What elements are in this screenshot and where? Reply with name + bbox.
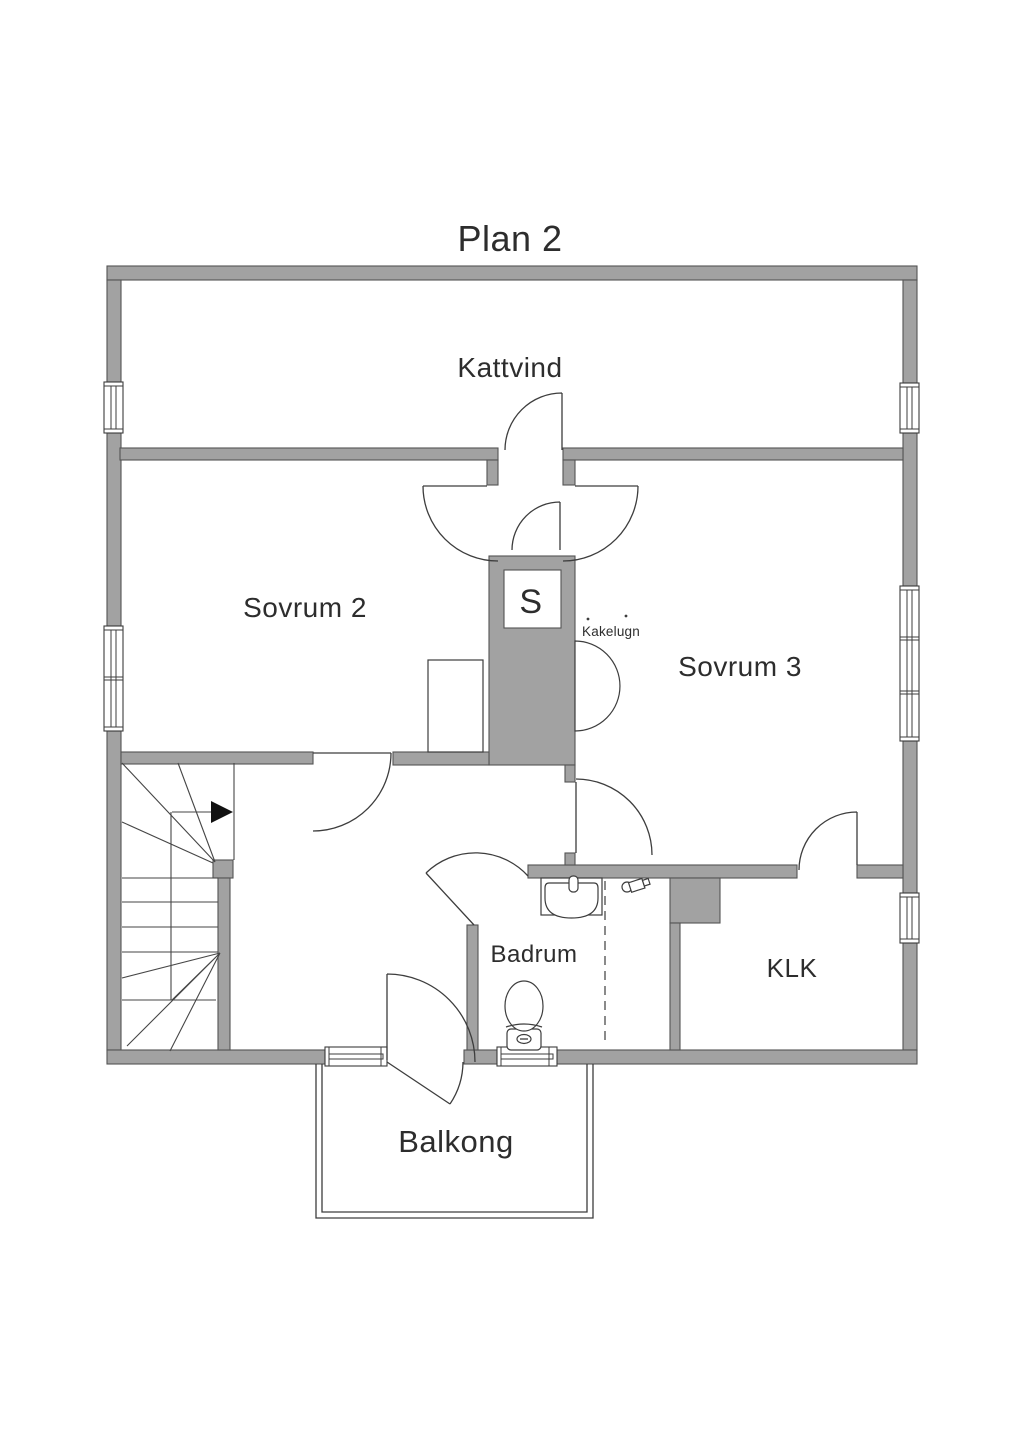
window-icon bbox=[899, 382, 920, 434]
closet-interior bbox=[503, 569, 562, 629]
wall-segment bbox=[392, 751, 490, 766]
water-valve-icon-part bbox=[627, 877, 651, 894]
window-icon-part bbox=[500, 1047, 550, 1066]
door-swing-icon bbox=[312, 392, 858, 1105]
wall-segment bbox=[902, 740, 918, 894]
balcony-railing-icon-part bbox=[315, 1064, 594, 1219]
wall-segment bbox=[562, 447, 904, 461]
window-icon-part bbox=[104, 629, 123, 728]
sink-icon-part bbox=[544, 882, 599, 919]
door-swing-icon-part bbox=[575, 778, 653, 856]
wardrobe-icon-part bbox=[427, 659, 484, 753]
door-swing-icon-part bbox=[798, 811, 858, 871]
door-swing-icon-part bbox=[504, 392, 563, 451]
toilet-icon bbox=[504, 980, 544, 1051]
window-icon bbox=[899, 585, 920, 742]
wall-segment bbox=[217, 877, 231, 1051]
door-swing-icon-part bbox=[386, 973, 476, 1105]
window-icon bbox=[103, 625, 124, 732]
tiled-stove-icon-part bbox=[574, 640, 621, 732]
wall-segment bbox=[106, 1049, 326, 1065]
sink-icon bbox=[540, 875, 603, 919]
wall-segment bbox=[669, 922, 681, 1051]
stairs-icon-part bbox=[121, 762, 216, 864]
door-swing-icon-part bbox=[422, 485, 499, 562]
door-swing-icon-part bbox=[511, 501, 561, 551]
toilet-icon-part bbox=[504, 980, 544, 1032]
stairs-icon bbox=[121, 762, 235, 1052]
tiled-stove-icon-part bbox=[586, 617, 590, 621]
door-swing-icon-part bbox=[312, 752, 392, 832]
wall-segment bbox=[556, 1049, 918, 1065]
wall-segment bbox=[902, 432, 918, 587]
page-title: Plan 2 bbox=[457, 218, 562, 259]
wall-segment bbox=[486, 459, 499, 486]
window-icon-part bbox=[103, 381, 124, 434]
window-icon-part bbox=[900, 386, 919, 430]
wardrobe-icon bbox=[427, 659, 484, 753]
stair-post bbox=[212, 859, 234, 879]
room-label-klk: KLK bbox=[767, 953, 818, 983]
water-valve-icon-part-part bbox=[641, 877, 651, 887]
window-icon-part bbox=[899, 892, 920, 944]
room-label-sovrum3: Sovrum 3 bbox=[678, 651, 802, 682]
toilet-icon-part bbox=[505, 1023, 543, 1028]
window-icon-part bbox=[324, 1046, 388, 1067]
wall-segment bbox=[564, 852, 576, 866]
label-stove: Kakelugn bbox=[582, 624, 640, 639]
door-swing-icon-part bbox=[562, 485, 639, 562]
sink-icon-part bbox=[568, 875, 579, 893]
wall-segment bbox=[669, 877, 721, 924]
room-label-balkong: Balkong bbox=[398, 1124, 514, 1159]
wall-segment bbox=[564, 764, 576, 783]
room-label-badrum: Badrum bbox=[490, 941, 577, 968]
tiled-stove-icon-part bbox=[624, 614, 628, 618]
window-icon-part bbox=[104, 385, 123, 430]
window-icon bbox=[324, 1046, 388, 1067]
wall-segment bbox=[106, 730, 122, 1051]
window-icon-part bbox=[103, 625, 124, 732]
window-icon-part bbox=[900, 589, 919, 738]
window-icon-part bbox=[900, 896, 919, 940]
balcony-railing-icon-part bbox=[321, 1064, 588, 1213]
wall-segment bbox=[856, 864, 904, 879]
window-icon-part bbox=[328, 1047, 382, 1066]
wall-segment bbox=[106, 432, 122, 627]
wall-segment bbox=[106, 265, 918, 281]
door-swing-icon-part bbox=[425, 852, 529, 926]
wall-segment bbox=[463, 1049, 498, 1065]
stair-direction-arrow-icon bbox=[211, 801, 233, 823]
wall-segment bbox=[527, 864, 798, 879]
stairs-icon-part bbox=[122, 877, 218, 953]
tiled-stove-icon bbox=[574, 614, 628, 732]
labels: Plan 2 Kattvind Sovrum 2 Sovrum 3 S Kake… bbox=[243, 218, 817, 1159]
exterior-walls bbox=[106, 265, 918, 1065]
wall-segment bbox=[106, 279, 122, 383]
wall-segment bbox=[562, 459, 576, 486]
wall-segment bbox=[902, 942, 918, 1051]
wall-segment bbox=[466, 924, 479, 1051]
room-label-kattvind: Kattvind bbox=[457, 352, 562, 383]
window-icon-part bbox=[899, 382, 920, 434]
window-icon-part bbox=[899, 585, 920, 742]
window-icon bbox=[103, 381, 124, 434]
water-valve-icon bbox=[621, 877, 651, 894]
interior-walls bbox=[119, 447, 904, 1051]
wall-segment bbox=[120, 751, 314, 765]
wall-segment bbox=[119, 447, 499, 461]
room-label-closet: S bbox=[519, 583, 542, 621]
wall-segment bbox=[902, 279, 918, 384]
room-label-sovrum2: Sovrum 2 bbox=[243, 592, 367, 623]
window-icon bbox=[899, 892, 920, 944]
balcony-railing-icon bbox=[315, 1064, 594, 1219]
